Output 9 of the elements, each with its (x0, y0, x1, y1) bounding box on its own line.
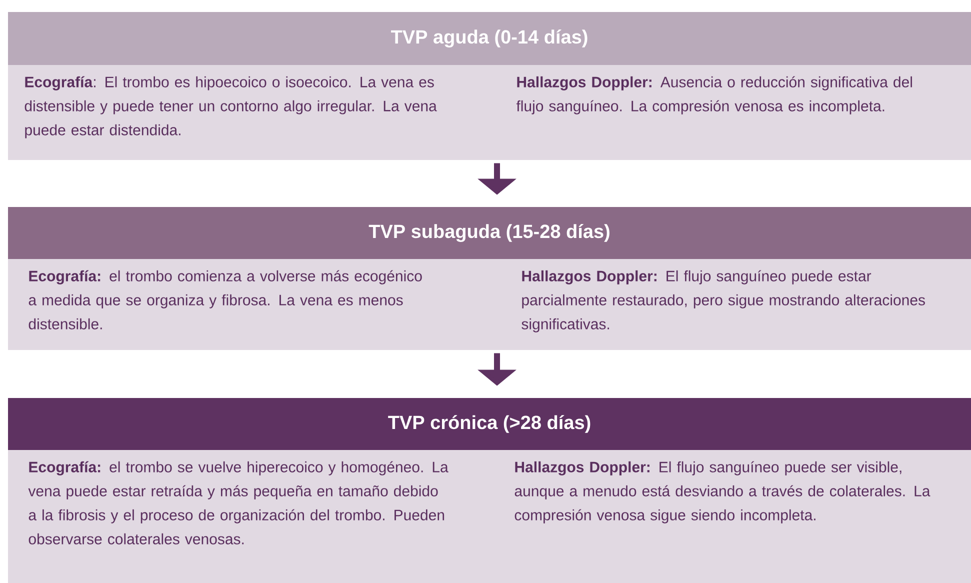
description-text: Ecografía: el trombo comienza a volverse más ecogénico a medida que se organiza y fibrosa. La vena es menos distensible. (28, 270, 422, 330)
description-text: Ecografía: el trombo se vuelve hiperecoico y homogéneo. La vena puede estar retraída y más pequeña en tamaño debido a la fibrosis y el proceso de organización del trombo. Pueden observarse colaterales venosas. (28, 461, 448, 544)
stage-header: TVP crónica (>28 días) (8, 398, 971, 450)
description-text: Hallazgos Doppler: Ausencia o reducción significativa del flujo sanguíneo. La compresión venosa es incompleta. (516, 76, 912, 114)
description-text: Ecografía: El trombo es hipoecoico o isoecoico. La vena es distensible y puede tener un contorno algo irregular. La vena puede estar distendida. (24, 76, 437, 138)
description-text: Hallazgos Doppler: El flujo sanguíneo puede estar parcialmente restaurado, pero sigue mostrando alteraciones significativas. (522, 270, 925, 332)
stage-header: TVP subaguda (15-28 días) (8, 207, 971, 259)
description-text: Hallazgos Doppler: El flujo sanguíneo puede ser visible, aunque a menudo está desviando a través de colaterales. La compresión venosa sigue siendo incompleta. (514, 461, 930, 524)
stage-header: TVP aguda (0-14 días) (8, 12, 971, 65)
